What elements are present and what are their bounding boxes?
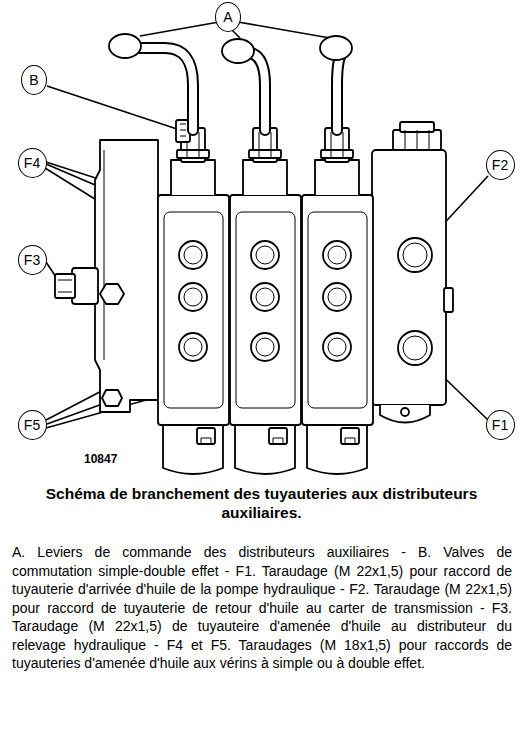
left-end-plate — [95, 140, 158, 412]
figure-caption: A. Leviers de commande des distributeurs… — [12, 543, 512, 673]
callout-bubble: F3 — [18, 245, 47, 275]
control-levers — [109, 34, 352, 130]
spool-section — [158, 128, 229, 474]
lever-knob — [320, 36, 352, 60]
callout-bubble: A — [215, 2, 241, 32]
top-nut — [393, 130, 441, 150]
callout-letter: A — [223, 10, 232, 24]
callout-letter: F1 — [492, 418, 508, 432]
right-end-plate — [372, 150, 446, 405]
figure-title: Schéma de branchement des tuyauteries au… — [18, 484, 505, 522]
f3-fitting — [72, 268, 98, 304]
f1-port — [398, 331, 432, 365]
callout-bubble: F4 — [18, 148, 47, 178]
callout-bubble: B — [21, 65, 47, 95]
callout-bubble: F1 — [486, 410, 515, 440]
spool-section — [302, 128, 373, 474]
valve-sections — [158, 120, 373, 474]
callout-letter: F3 — [24, 253, 40, 267]
f2-port — [398, 238, 432, 272]
valve-block — [55, 122, 453, 423]
callout-letter: F2 — [492, 158, 508, 172]
callout-letter: F5 — [24, 418, 40, 432]
lever-knob — [222, 39, 254, 63]
callout-letter: B — [29, 73, 38, 87]
spool-section — [230, 128, 301, 474]
callout-letter: F4 — [24, 156, 40, 170]
callout-bubble: F5 — [18, 410, 47, 440]
callout-bubble: F2 — [486, 150, 515, 180]
leader-lines — [45, 22, 488, 428]
lever-knob — [109, 34, 141, 58]
figure-number: 10847 — [84, 452, 117, 466]
